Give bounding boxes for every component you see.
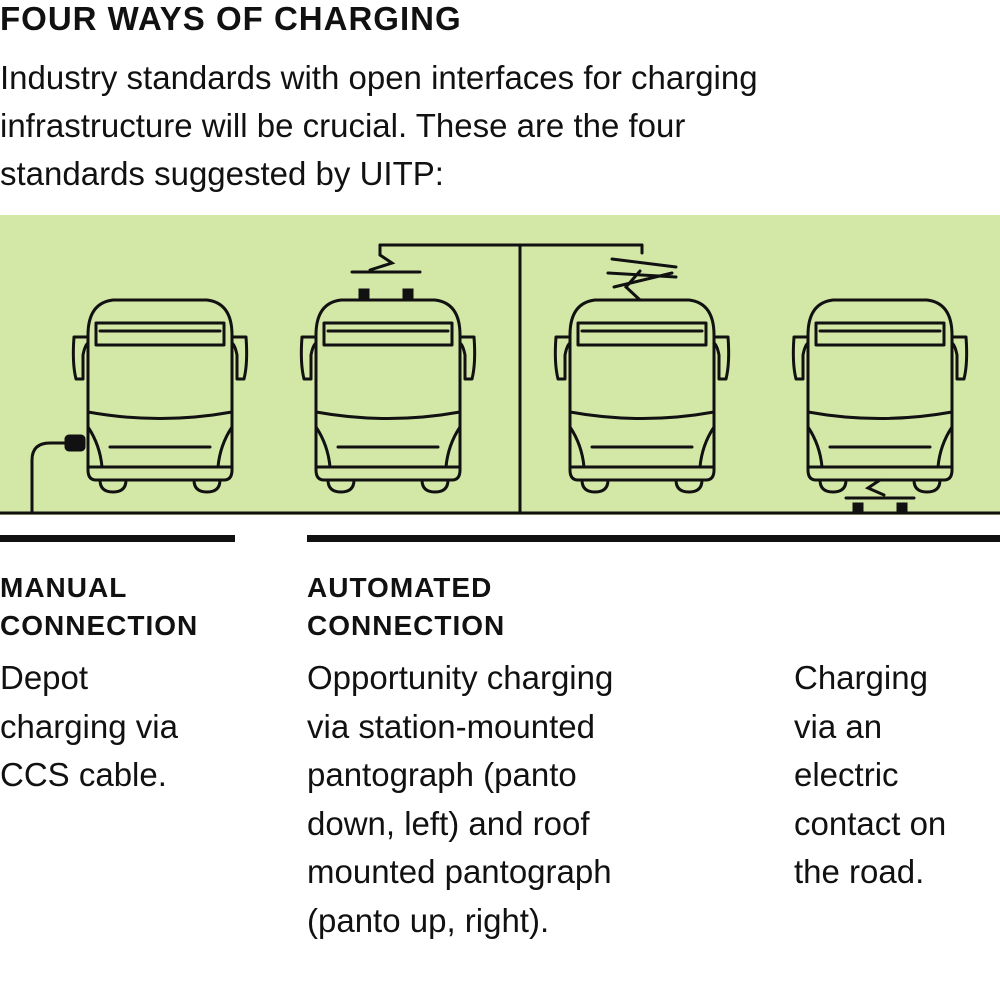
category-label: CONNECTION <box>0 610 199 641</box>
station-mast <box>378 243 644 515</box>
category-label: MANUAL <box>0 572 128 603</box>
description-line: electric <box>794 756 899 793</box>
description-line: contact on <box>794 804 947 842</box>
description-line: pantograph (panto <box>307 756 577 793</box>
intro-line: standards suggested by UITP: <box>0 155 444 192</box>
category-automated: AUTOMATED CONNECTION <box>307 569 505 645</box>
description-line: mounted pantograph <box>307 853 612 890</box>
ccs-cable-icon <box>30 434 86 515</box>
panel-background <box>0 215 1000 515</box>
road-contact-icon <box>844 478 916 515</box>
intro-line: Industry standards with open interfaces … <box>0 59 758 96</box>
manual-category-bar <box>0 535 235 542</box>
category-manual: MANUAL CONNECTION <box>0 569 198 645</box>
intro-line: infrastructure will be crucial. These ar… <box>0 107 686 144</box>
description-line: (panto up, right). <box>307 901 550 939</box>
charging-illustration <box>0 215 1000 545</box>
description-line: down, left) and roof <box>307 804 590 842</box>
intro-paragraph: Industry standards with open interfaces … <box>0 54 1000 198</box>
description-depot: Depot charging via CCS cable. <box>0 654 178 800</box>
description-opportunity: Opportunity charging via station-mounted… <box>307 654 613 945</box>
description-line: Depot <box>0 659 89 696</box>
description-line: via an <box>794 707 883 745</box>
page-title: FOUR WAYS OF CHARGING <box>0 0 462 37</box>
panto-up-icon <box>606 243 678 302</box>
description-line: Opportunity charging <box>307 659 614 696</box>
category-label: AUTOMATED <box>307 572 493 603</box>
description-line: Charging <box>794 659 928 696</box>
automated-category-bar <box>307 535 1000 542</box>
panto-down-icon <box>350 253 422 302</box>
description-line: via station-mounted <box>307 707 595 745</box>
description-road: Charging via an electric contact on the … <box>794 654 946 897</box>
category-label: CONNECTION <box>307 610 506 641</box>
description-line: CCS cable. <box>0 756 167 793</box>
description-line: the road. <box>794 853 925 890</box>
description-line: charging via <box>0 707 178 745</box>
